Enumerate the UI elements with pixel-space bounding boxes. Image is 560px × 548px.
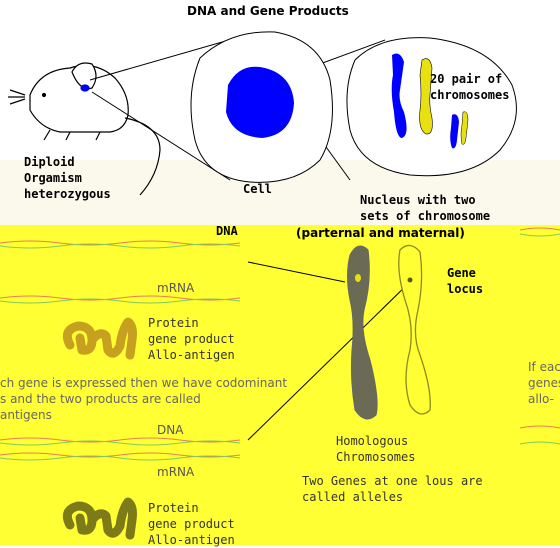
homologous-chromosome-yellow	[398, 244, 431, 415]
nucleus-illustration	[346, 37, 517, 177]
mrna-label-bottom: mRNA	[157, 465, 195, 479]
protein-label-top-2: gene product	[148, 332, 235, 346]
dna-label-top: DNA	[216, 224, 238, 238]
protein-gold-squiggle	[62, 317, 137, 360]
dna-strands	[0, 227, 560, 461]
page-title: DNA and Gene Products	[187, 4, 349, 18]
codominant-text-3: antigens	[0, 408, 52, 422]
chromosome-pairs-label-2: chromosomes	[430, 88, 510, 102]
chromosome-pairs-label-1: 20 pair of	[430, 72, 503, 86]
nucleus-label-1: Nucleus with two	[360, 193, 476, 207]
gene-locus-label-1: Gene	[447, 266, 476, 280]
codominant-text-1: ch gene is expressed then we have codomi…	[0, 376, 288, 390]
homologous-label-2: Chromosomes	[336, 450, 416, 464]
gene-locus-label-2: locus	[447, 282, 484, 296]
cell-illustration	[190, 31, 333, 183]
right-peek-1: If eac	[528, 360, 560, 374]
alleles-label-1: Two Genes at one lous are	[302, 474, 483, 488]
protein-olive-squiggle	[62, 497, 137, 540]
protein-label-bottom-1: Protein	[148, 501, 199, 515]
organism-label-3: heterozygous	[24, 187, 111, 201]
organism-label-1: Diploid	[24, 155, 75, 169]
protein-label-top-3: Allo-antigen	[148, 348, 235, 362]
protein-label-top-1: Protein	[148, 316, 199, 330]
protein-label-bottom-2: gene product	[148, 517, 235, 531]
homologous-chromosome-grey	[347, 245, 378, 420]
cell-label: Cell	[243, 182, 272, 196]
mrna-label-top: mRNA	[157, 281, 195, 295]
yellow-slide-panel	[0, 225, 560, 545]
homologous-label-1: Homologous	[336, 434, 409, 448]
mouse-illustration	[8, 62, 161, 196]
protein-label-bottom-3: Allo-antigen	[148, 533, 235, 547]
alleles-label-2: called alleles	[302, 490, 404, 504]
organism-label-2: Orgamism	[24, 171, 82, 185]
nucleus-label-2: sets of chromosome	[360, 209, 491, 223]
right-peek-2: genes	[528, 376, 560, 390]
codominant-text-2: s and the two products are called	[0, 392, 201, 406]
parental-label: (parternal and maternal)	[296, 226, 465, 240]
right-peek-3: allo-	[528, 392, 554, 406]
dna-label-mid: DNA	[157, 423, 184, 437]
